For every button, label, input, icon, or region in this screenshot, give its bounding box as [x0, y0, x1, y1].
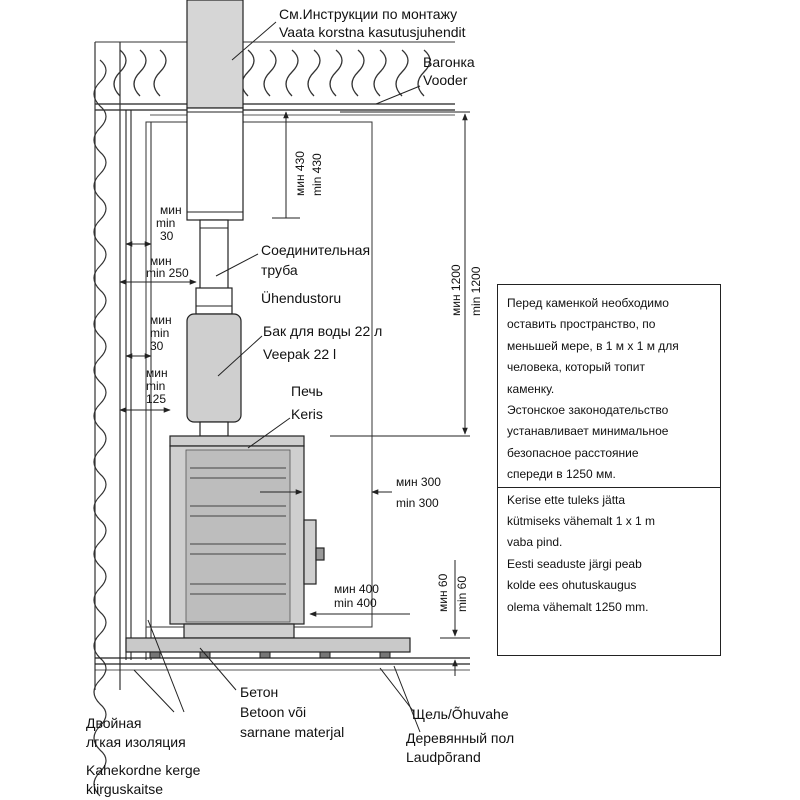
note-ru-line: оставить пространство, по: [507, 317, 656, 332]
label-insulation-et-1: Kahekordne kerge: [86, 762, 201, 778]
label-tank-ru: Бак для воды 22 л: [263, 323, 383, 339]
dim-ceiling-430-ru: мин 430: [293, 151, 307, 196]
label-lining-et: Vooder: [423, 72, 468, 88]
ceiling-insulation: [95, 41, 455, 105]
dim-height-1200-et: min 1200: [469, 266, 483, 316]
dim-front-400-ru: мин 400: [334, 582, 379, 596]
dim-height-1200-ru: мин 1200: [449, 264, 463, 316]
water-tank: [186, 313, 242, 423]
ceiling-lining: [95, 103, 455, 116]
dim-side-125-et: min: [146, 379, 166, 393]
label-instructions-et: Vaata korstna kasutusjuhendit: [279, 24, 466, 40]
label-stove-et: Keris: [291, 406, 323, 422]
label-insulation-ru-2: лгкая изоляция: [86, 734, 186, 750]
dim-side-250-et: min 250: [146, 266, 189, 280]
note-ru-line: Эстонское законодательство: [507, 403, 669, 418]
label-connector-ru-2: труба: [261, 262, 298, 278]
note-et-line: olema vähemalt 1250 mm.: [507, 599, 649, 614]
floor-supports: [149, 651, 391, 659]
dimension-lines: [119, 111, 470, 676]
dim-side-30-mid-ru: мин: [150, 313, 172, 327]
stove-body: [169, 435, 325, 639]
leader-lines: [133, 21, 421, 733]
label-floor-ru: Деревянный пол: [406, 730, 515, 746]
dim-side-30-top-ru: мин: [160, 203, 182, 217]
dim-side-125-ru: мин: [146, 366, 168, 380]
note-ru-line: устанавливает минимальное: [507, 424, 669, 439]
label-floor-et: Laudpõrand: [406, 749, 481, 765]
label-stove-ru: Печь: [291, 383, 323, 399]
dim-side-30-mid-value: 30: [150, 339, 164, 353]
chimney-steel-section: [186, 107, 244, 221]
dim-front-400-et: min 400: [334, 596, 377, 610]
wall-insulation: [93, 42, 121, 797]
label-connector-et: Ühendustoru: [261, 290, 342, 306]
chimney-insulated-section: [186, 0, 244, 109]
dim-floor-60-ru: мин 60: [436, 573, 450, 612]
label-concrete-ru: Бетон: [240, 684, 279, 700]
dim-floor-60-et: min 60: [455, 575, 469, 612]
note-et-line: Eesti seaduste järgi peab: [507, 556, 642, 571]
note-et-line: Kerise ette tuleks jätta: [507, 492, 626, 507]
label-lining-ru: Вагонка: [423, 54, 475, 70]
note-ru-line: безопасное расстояние: [507, 445, 639, 460]
dim-side-125-value: 125: [146, 392, 167, 406]
note-ru-line: человека, который топит: [507, 360, 646, 375]
dim-side-30-top-et: min: [156, 216, 176, 230]
wooden-floor: [95, 657, 470, 671]
note-ru-line: меньшей мере, в 1 м х 1 м для: [507, 338, 679, 353]
label-tank-et: Veepak 22 l: [263, 346, 337, 362]
note-et-line: kütmiseks vähemalt 1 x 1 m: [507, 514, 656, 529]
connector-pipe: [199, 219, 229, 293]
label-insulation-et-2: kiirguskaitse: [86, 781, 164, 797]
note-ru-line: спереди в 1250 мм.: [507, 467, 616, 482]
label-concrete-et-2: sarnane materjal: [240, 724, 345, 740]
label-concrete-et-1: Betoon või: [240, 704, 307, 720]
dim-side-30-top-value: 30: [160, 229, 174, 243]
dim-side-30-mid-et: min: [150, 326, 170, 340]
dim-ceiling-430-et: min 430: [310, 153, 324, 196]
dim-side-250-ru: мин: [150, 254, 172, 268]
note-et-line: vaba pind.: [507, 535, 563, 550]
note-ru-line: Перед каменкой необходимо: [507, 296, 669, 310]
safety-note-box: Перед каменкой необходимо оставить прост…: [497, 284, 721, 656]
label-insulation-ru-1: Двойная: [86, 715, 142, 731]
note-divider: [498, 486, 720, 488]
note-ru-line: каменку.: [507, 381, 555, 396]
dim-front-300-ru: мин 300: [396, 475, 441, 489]
label-connector-ru-1: Соединительная: [261, 242, 371, 258]
concrete-slab: [125, 637, 411, 653]
note-et-line: kolde ees ohutuskaugus: [507, 578, 637, 593]
dim-front-300-et: min 300: [396, 496, 439, 510]
label-instructions-ru: См.Инструкции по монтажу: [279, 6, 458, 22]
label-air-gap: Щель/Õhuvahe: [412, 706, 509, 722]
